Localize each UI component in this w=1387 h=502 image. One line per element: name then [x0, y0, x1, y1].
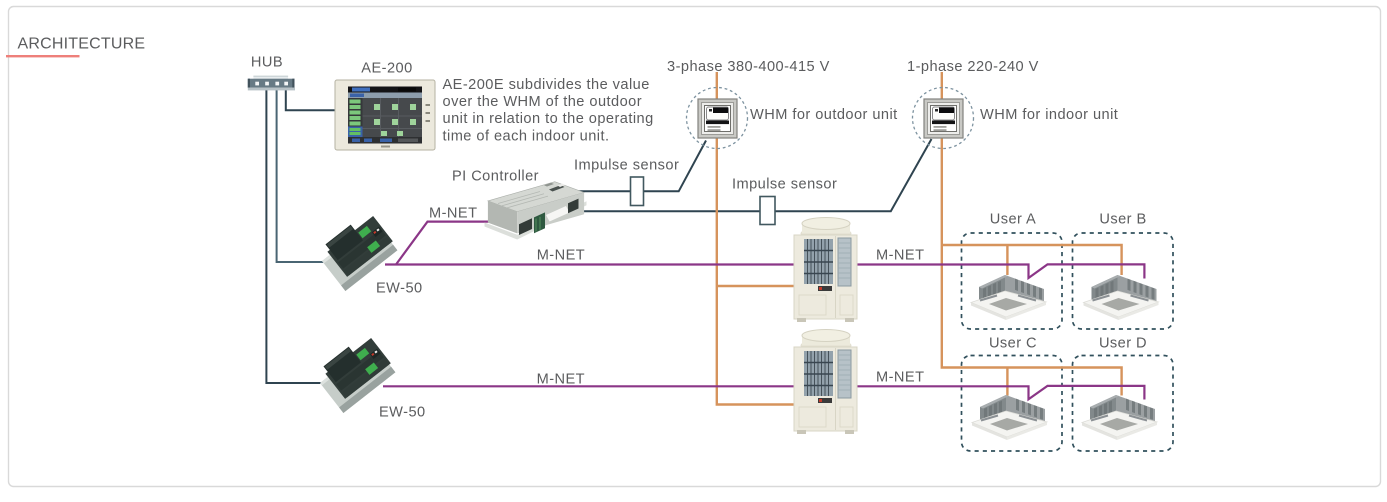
- svg-text:3-phase 380-400-415 V: 3-phase 380-400-415 V: [667, 59, 830, 75]
- svg-text:WHM for outdoor unit: WHM for outdoor unit: [750, 107, 898, 123]
- svg-text:Impulse sensor: Impulse sensor: [732, 177, 837, 193]
- svg-text:ARCHITECTURE: ARCHITECTURE: [18, 36, 146, 53]
- svg-text:User B: User B: [1099, 212, 1146, 228]
- svg-text:EW-50: EW-50: [376, 281, 423, 297]
- svg-text:over the WHM of the outdoor: over the WHM of the outdoor: [443, 94, 643, 110]
- svg-text:1-phase 220-240 V: 1-phase 220-240 V: [907, 59, 1039, 75]
- svg-text:AE-200E subdivides the value: AE-200E subdivides the value: [443, 77, 650, 93]
- svg-text:unit in relation to the operat: unit in relation to the operating: [443, 111, 654, 127]
- svg-text:time of each indoor unit.: time of each indoor unit.: [443, 128, 610, 144]
- svg-text:EW-50: EW-50: [379, 405, 426, 421]
- svg-text:WHM for indoor unit: WHM for indoor unit: [980, 107, 1118, 123]
- svg-text:User C: User C: [989, 336, 1037, 352]
- svg-text:M-NET: M-NET: [537, 372, 585, 388]
- svg-text:M-NET: M-NET: [429, 206, 477, 222]
- svg-text:User D: User D: [1099, 336, 1147, 352]
- svg-text:M-NET: M-NET: [876, 248, 924, 264]
- svg-text:Impulse sensor: Impulse sensor: [574, 157, 679, 173]
- svg-text:HUB: HUB: [251, 55, 283, 71]
- svg-text:PI Controller: PI Controller: [452, 168, 539, 184]
- svg-text:AE-200: AE-200: [361, 61, 412, 77]
- svg-text:M-NET: M-NET: [876, 370, 924, 386]
- svg-text:M-NET: M-NET: [537, 248, 585, 264]
- svg-text:User A: User A: [990, 212, 1037, 228]
